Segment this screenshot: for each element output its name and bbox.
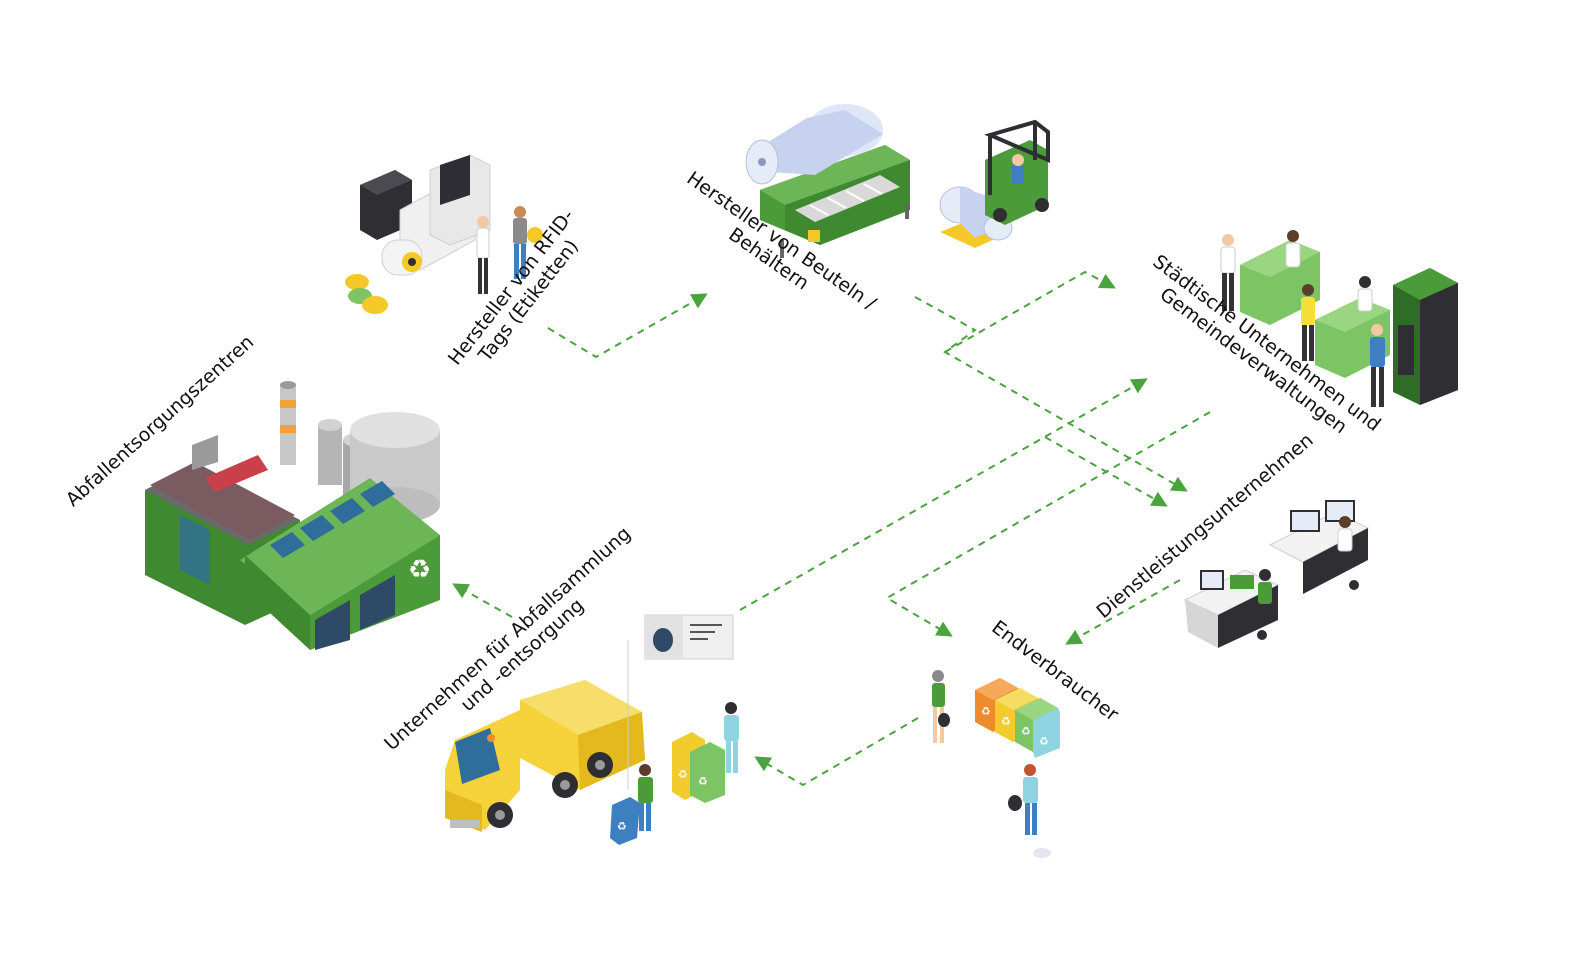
svg-text:♻: ♻ xyxy=(1039,735,1049,748)
arrow-rfid-to-bags xyxy=(547,293,708,359)
svg-text:♻: ♻ xyxy=(1021,725,1031,738)
recycling-plant-icon: ♻ xyxy=(145,381,440,650)
bag-production-line-icon xyxy=(745,104,1013,258)
recycling-bins-icon: ♻ ♻ ♻ ♻ xyxy=(932,670,1060,858)
svg-text:♻: ♻ xyxy=(698,775,708,788)
arrow-bags-to-municipal xyxy=(944,270,1116,353)
arrow-collection-to-plant xyxy=(452,583,513,618)
flow-arrows xyxy=(452,270,1211,787)
arrow-consumer-to-collection xyxy=(754,717,919,787)
svg-text:♻: ♻ xyxy=(408,555,431,585)
arrow-services-to-consumer-2 xyxy=(1065,579,1181,645)
arrow-bags-to-services xyxy=(914,296,1188,492)
svg-text:♻: ♻ xyxy=(678,768,688,781)
arrow-collection-to-municipal xyxy=(739,378,1148,611)
rfid-printer-icon xyxy=(345,154,543,314)
office-workers-icon xyxy=(1183,500,1370,648)
svg-text:♻: ♻ xyxy=(617,820,627,833)
arrow-municipal-down xyxy=(1044,436,1168,507)
svg-text:♻: ♻ xyxy=(981,705,991,718)
reception-desk-icon xyxy=(1220,230,1458,407)
arrow-services-to-consumer xyxy=(885,411,1211,637)
rfid-tag-card-icon xyxy=(644,614,734,660)
svg-text:♻: ♻ xyxy=(1001,715,1011,728)
garbage-truck-icon: ♻ ♻ ♻ xyxy=(445,640,739,845)
forklift-icon xyxy=(984,119,1050,225)
